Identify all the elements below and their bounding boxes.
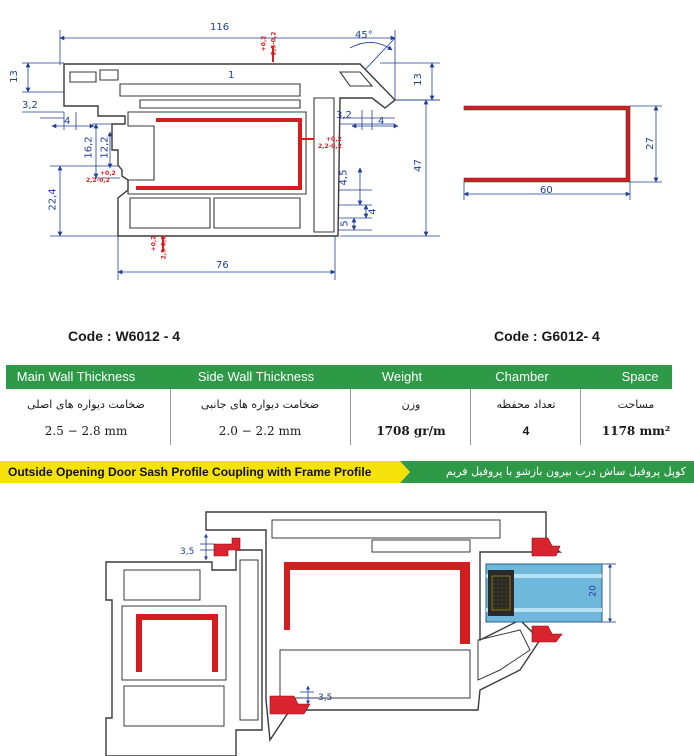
dim-27: 27 <box>644 137 656 150</box>
table-divider <box>470 389 471 445</box>
frame-profile <box>105 549 263 756</box>
dim-4-right: 4 <box>378 116 385 127</box>
gasket-seals <box>213 537 563 715</box>
value-space: 1178 mm² <box>601 424 671 438</box>
header-weight: Weight <box>381 369 423 384</box>
bead-code: Code : G6012- 4 <box>494 328 600 344</box>
dim-3-5-top: 3,5 <box>180 547 195 557</box>
tolerance-plus-inner: +0,2 <box>100 170 116 177</box>
dim-76: 76 <box>216 260 229 271</box>
header-space: Space <box>621 369 659 384</box>
tolerance-bottom: 2,5-0,2 <box>160 235 168 260</box>
label-main-wall-fa: ضخامت دیواره های اصلی <box>27 398 145 411</box>
table-divider <box>170 389 171 445</box>
tolerance-plus-top: +0,2 <box>260 35 268 52</box>
dim-47: 47 <box>412 159 424 172</box>
tolerance-inner: 2,2-0,2 <box>86 177 110 184</box>
dim-3-5-bottom: 3,5 <box>318 693 333 703</box>
header-side-wall: Side Wall Thickness <box>197 369 315 384</box>
dim-1: 1 <box>228 70 235 81</box>
dim-3-2-right: 3,2 <box>336 110 352 121</box>
dim-116: 116 <box>210 22 230 33</box>
table-divider <box>350 389 351 445</box>
value-side-wall: 2.0 − 2.2 mm <box>218 424 302 438</box>
tolerance-side: 2,2-0,2 <box>318 143 342 150</box>
dim-13-left: 13 <box>8 70 20 83</box>
header-main-wall: Main Wall Thickness <box>16 369 136 384</box>
value-chamber: 4 <box>522 424 530 438</box>
dim-16-2: 16,2 <box>83 136 95 159</box>
dim-60: 60 <box>540 185 553 196</box>
dim-22-4: 22,4 <box>47 188 59 211</box>
tolerance-plus-bottom: +0,2 <box>150 235 158 252</box>
section-title-english: Outside Opening Door Sash Profile Coupli… <box>8 465 372 479</box>
dim-4-left: 4 <box>64 116 71 127</box>
dim-4-small: 4 <box>367 208 379 215</box>
spec-table-header <box>6 365 672 389</box>
glazing-bead-drawing <box>463 105 662 200</box>
value-main-wall: 2.5 − 2.8 mm <box>44 424 128 438</box>
tolerance-plus-side: +0,2 <box>326 136 342 143</box>
dim-4-5: 4,5 <box>338 169 350 186</box>
dim-12-2: 12,2 <box>99 136 111 159</box>
label-side-wall-fa: ضخامت دیواره های جانبی <box>200 398 320 411</box>
coupling-assembly-drawing <box>105 511 616 756</box>
dim-45-angle: 45° <box>355 30 373 41</box>
tolerance-top: 2,5-0,2 <box>270 31 278 56</box>
label-weight-fa: وزن <box>401 398 421 411</box>
dim-5: 5 <box>339 220 351 227</box>
glazing-bead-profile <box>463 105 631 183</box>
profile-cross-section-drawing <box>22 30 440 280</box>
dim-20-glass: 20 <box>588 585 599 597</box>
dim-13-right: 13 <box>412 73 424 86</box>
value-weight: 1708 gr/m <box>376 424 446 438</box>
header-chamber: Chamber <box>495 369 549 384</box>
sash-profile-outline <box>63 63 397 237</box>
frame-reinforcement <box>136 614 218 672</box>
label-space-fa: مساحت <box>617 398 655 411</box>
section-title-bar <box>0 461 694 483</box>
sash-code: Code : W6012 - 4 <box>68 328 181 344</box>
label-chamber-fa: تعداد محفظه <box>496 398 556 411</box>
section-title-persian: کوپل پروفیل ساش درب بیرون بازشو با پروفی… <box>445 465 686 478</box>
table-divider <box>580 389 581 445</box>
desiccant <box>491 575 511 611</box>
dim-3-2-left: 3,2 <box>22 100 38 111</box>
